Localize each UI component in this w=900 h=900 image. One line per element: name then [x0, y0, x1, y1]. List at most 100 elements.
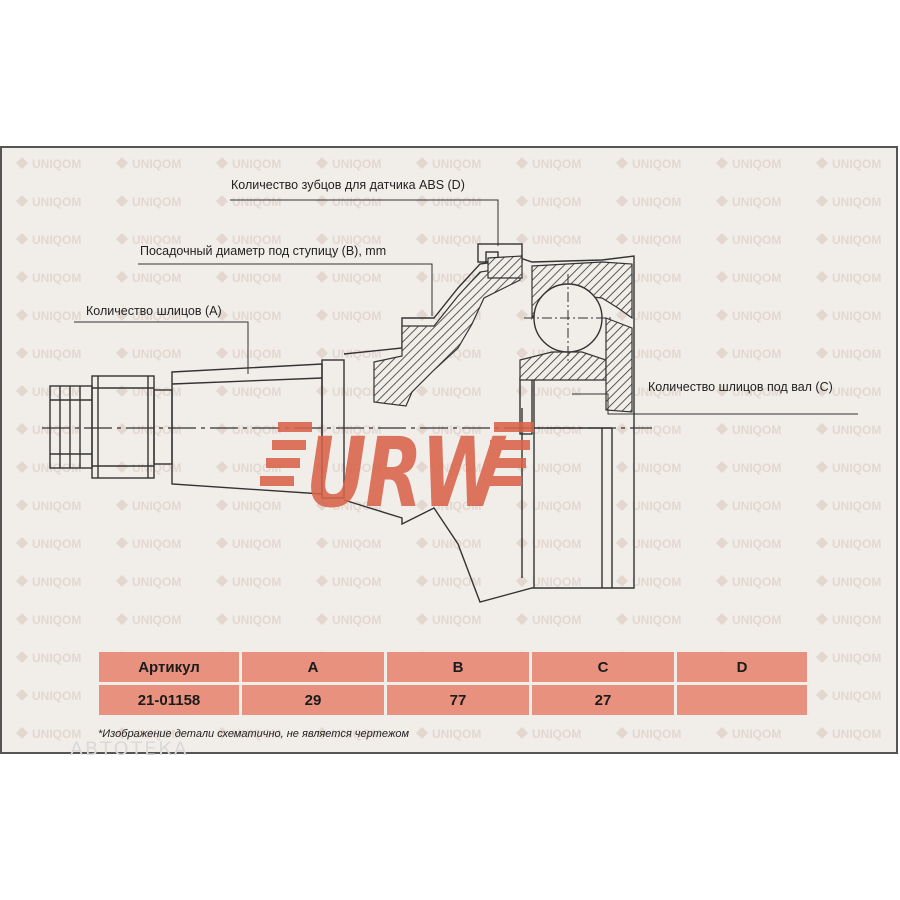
ball	[524, 274, 612, 362]
watermark-tile: UNIQOM	[316, 195, 381, 209]
watermark-text: UNIQOM	[332, 309, 381, 323]
watermark-tile: UNIQOM	[116, 271, 181, 285]
watermark-tile: UNIQOM	[416, 727, 481, 741]
watermark-text: UNIQOM	[632, 461, 681, 475]
watermark-tile: UNIQOM	[616, 499, 681, 513]
watermark-text: UNIQOM	[632, 575, 681, 589]
value-d	[677, 685, 807, 715]
watermark-tile: UNIQOM	[816, 233, 881, 247]
watermark-tile: UNIQOM	[116, 537, 181, 551]
watermark-tile: UNIQOM	[716, 499, 781, 513]
watermark-text: UNIQOM	[632, 613, 681, 627]
watermark-text: UNIQOM	[732, 385, 781, 399]
watermark-tile: UNIQOM	[316, 613, 381, 627]
watermark-text: UNIQOM	[732, 727, 781, 741]
watermark-text: UNIQOM	[432, 613, 481, 627]
watermark-text: UNIQOM	[832, 575, 881, 589]
watermark-tile: UNIQOM	[516, 613, 581, 627]
watermark-tile: UNIQOM	[716, 385, 781, 399]
watermark-tile: UNIQOM	[416, 613, 481, 627]
watermark-tile: UNIQOM	[816, 727, 881, 741]
watermark-text: UNIQOM	[232, 385, 281, 399]
watermark-tile: UNIQOM	[816, 157, 881, 171]
watermark-tile: UNIQOM	[216, 347, 281, 361]
watermark-tile: UNIQOM	[16, 309, 81, 323]
watermark-text: UNIQOM	[432, 575, 481, 589]
watermark-tile: UNIQOM	[16, 651, 81, 665]
watermark-tile: UNIQOM	[516, 195, 581, 209]
watermark-text: UNIQOM	[332, 613, 381, 627]
watermark-text: UNIQOM	[132, 347, 181, 361]
watermark-text: UNIQOM	[732, 499, 781, 513]
watermark-tile: UNIQOM	[816, 651, 881, 665]
watermark-text: UNIQOM	[232, 499, 281, 513]
urw-logo: URW	[260, 417, 534, 529]
watermark-text: UNIQOM	[432, 195, 481, 209]
watermark-text: UNIQOM	[432, 423, 481, 437]
watermark-tile: UNIQOM	[616, 423, 681, 437]
watermark-text: UNIQOM	[32, 651, 81, 665]
watermark-tile: UNIQOM	[16, 575, 81, 589]
watermark-text: UNIQOM	[132, 613, 181, 627]
watermark-text: UNIQOM	[432, 233, 481, 247]
watermark-tile: UNIQOM	[216, 499, 281, 513]
watermark-tile: UNIQOM	[16, 537, 81, 551]
watermark-text: UNIQOM	[632, 727, 681, 741]
watermark-tile: UNIQOM	[716, 727, 781, 741]
watermark-text: UNIQOM	[32, 271, 81, 285]
watermark-tile: UNIQOM	[616, 195, 681, 209]
watermark-tile: UNIQOM	[816, 195, 881, 209]
watermark-tile: UNIQOM	[216, 233, 281, 247]
watermark-text: UNIQOM	[532, 423, 581, 437]
watermark-tile: UNIQOM	[116, 157, 181, 171]
watermark-text: UNIQOM	[532, 157, 581, 171]
watermark-text: UNIQOM	[32, 575, 81, 589]
watermark-tile: UNIQOM	[216, 727, 281, 741]
watermark-tile: UNIQOM	[116, 309, 181, 323]
spec-table-header-row: Артикул A B C D	[99, 652, 807, 685]
watermark-text: UNIQOM	[632, 309, 681, 323]
header-article: Артикул	[99, 652, 242, 685]
watermark-text: UNIQOM	[132, 499, 181, 513]
watermark-text: UNIQOM	[532, 461, 581, 475]
watermark-tile: UNIQOM	[216, 195, 281, 209]
watermark-text: UNIQOM	[632, 499, 681, 513]
watermark-tile: UNIQOM	[616, 575, 681, 589]
watermark-text: UNIQOM	[732, 537, 781, 551]
watermark-text: UNIQOM	[732, 575, 781, 589]
spec-table-value-row: 21-01158 29 77 27	[99, 685, 807, 715]
watermark-text: UNIQOM	[432, 157, 481, 171]
watermark-text: UNIQOM	[32, 689, 81, 703]
watermark-text: UNIQOM	[832, 195, 881, 209]
watermark-text: UNIQOM	[232, 423, 281, 437]
watermark-tile: UNIQOM	[816, 309, 881, 323]
watermark-text: UNIQOM	[832, 689, 881, 703]
watermark-tile: UNIQOM	[416, 575, 481, 589]
watermark-tile: UNIQOM	[616, 537, 681, 551]
watermark-tile: UNIQOM	[816, 537, 881, 551]
watermark-tile: UNIQOM	[416, 499, 481, 513]
watermark-tile: UNIQOM	[616, 233, 681, 247]
watermark-text: UNIQOM	[532, 727, 581, 741]
watermark-text: UNIQOM	[732, 613, 781, 627]
watermark-text: UNIQOM	[532, 575, 581, 589]
watermark-tile: UNIQOM	[516, 233, 581, 247]
watermark-text: UNIQOM	[732, 195, 781, 209]
watermark-text: UNIQOM	[132, 575, 181, 589]
watermark-text: UNIQOM	[32, 499, 81, 513]
value-a: 29	[242, 685, 387, 715]
watermark-tile: UNIQOM	[16, 727, 81, 741]
watermark-tile: UNIQOM	[116, 347, 181, 361]
watermark-text: UNIQOM	[832, 613, 881, 627]
watermark-text: UNIQOM	[132, 309, 181, 323]
watermark-text: UNIQOM	[432, 727, 481, 741]
watermark-text: UNIQOM	[432, 385, 481, 399]
watermark-tile: UNIQOM	[416, 423, 481, 437]
hatched-sections	[373, 255, 633, 413]
watermark-tile: UNIQOM	[116, 727, 181, 741]
watermark-tile: UNIQOM	[716, 347, 781, 361]
watermark-tile: UNIQOM	[216, 613, 281, 627]
watermark-pattern: UNIQOM UNIQOM UNIQOM UNIQOM UNIQOM UNIQOM UNIQ…	[16, 157, 881, 741]
watermark-text: UNIQOM	[832, 157, 881, 171]
watermark-tile: UNIQOM	[716, 537, 781, 551]
